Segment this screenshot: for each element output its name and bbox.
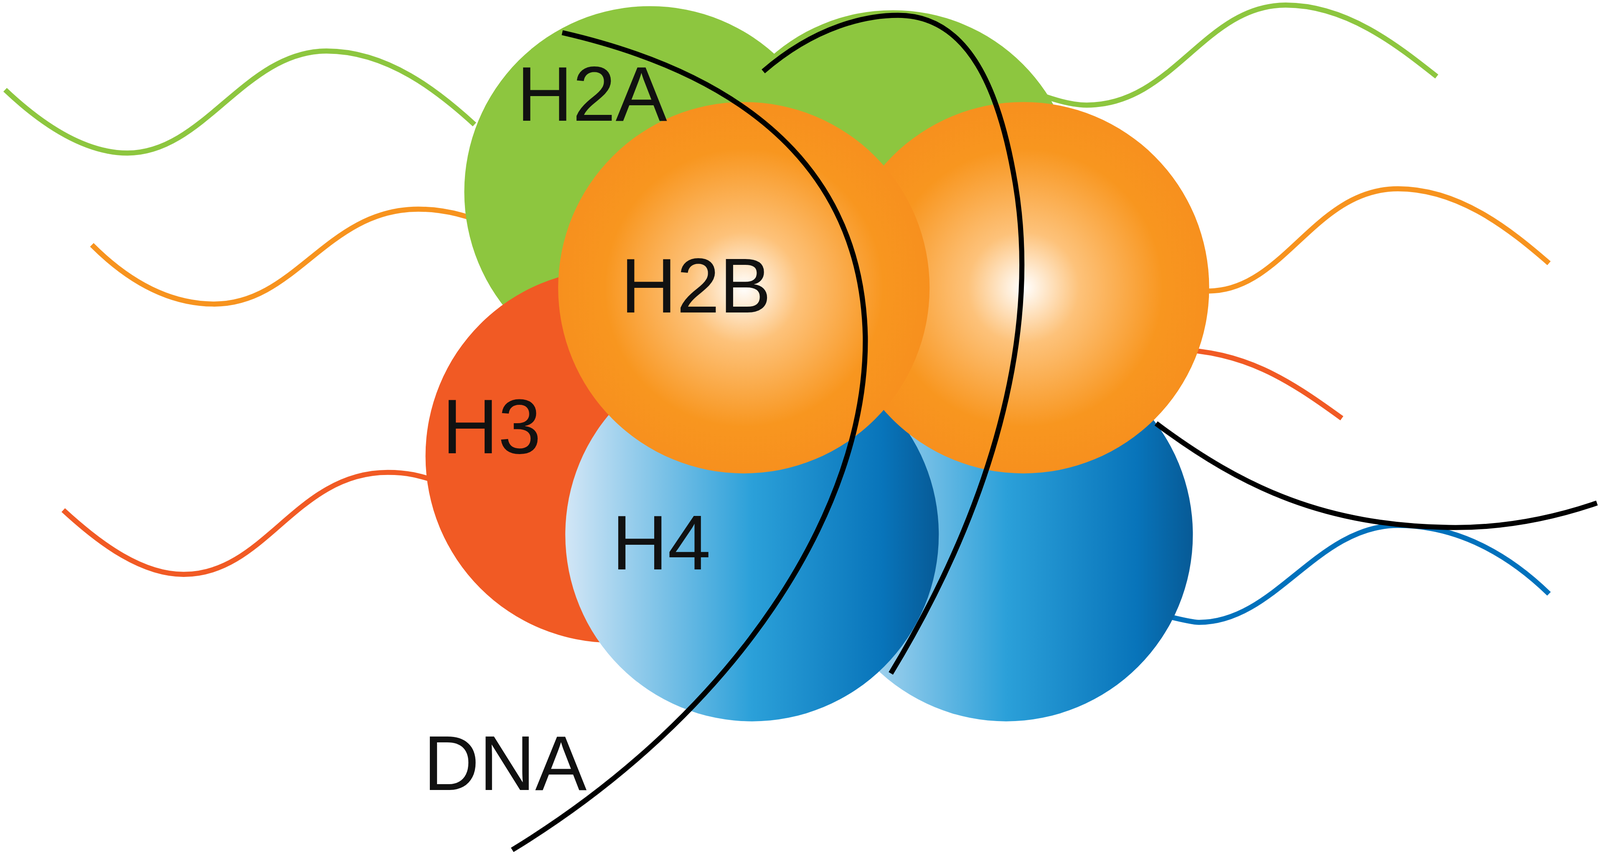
dna-label: DNA [423,724,587,803]
h2a-tail [5,50,475,153]
dna-strand [1155,423,1597,528]
histone-node: H2A [510,48,674,140]
histone-node: H4 [605,497,718,589]
h3-tail [1173,348,1342,419]
histone-label: H3 [442,388,542,466]
h4-tail [1163,525,1550,623]
h2b-circle [558,101,930,474]
histone-label: H2A [516,55,668,133]
histone-label: H4 [612,504,712,582]
histone-node: H3 [435,381,549,473]
histone-node: H2B [614,240,778,332]
histone-label: H2B [620,247,772,325]
dna-strand [763,15,1022,674]
dna-strand [512,15,1597,851]
h2a-tail [1020,5,1438,105]
h3-tail [63,472,439,575]
